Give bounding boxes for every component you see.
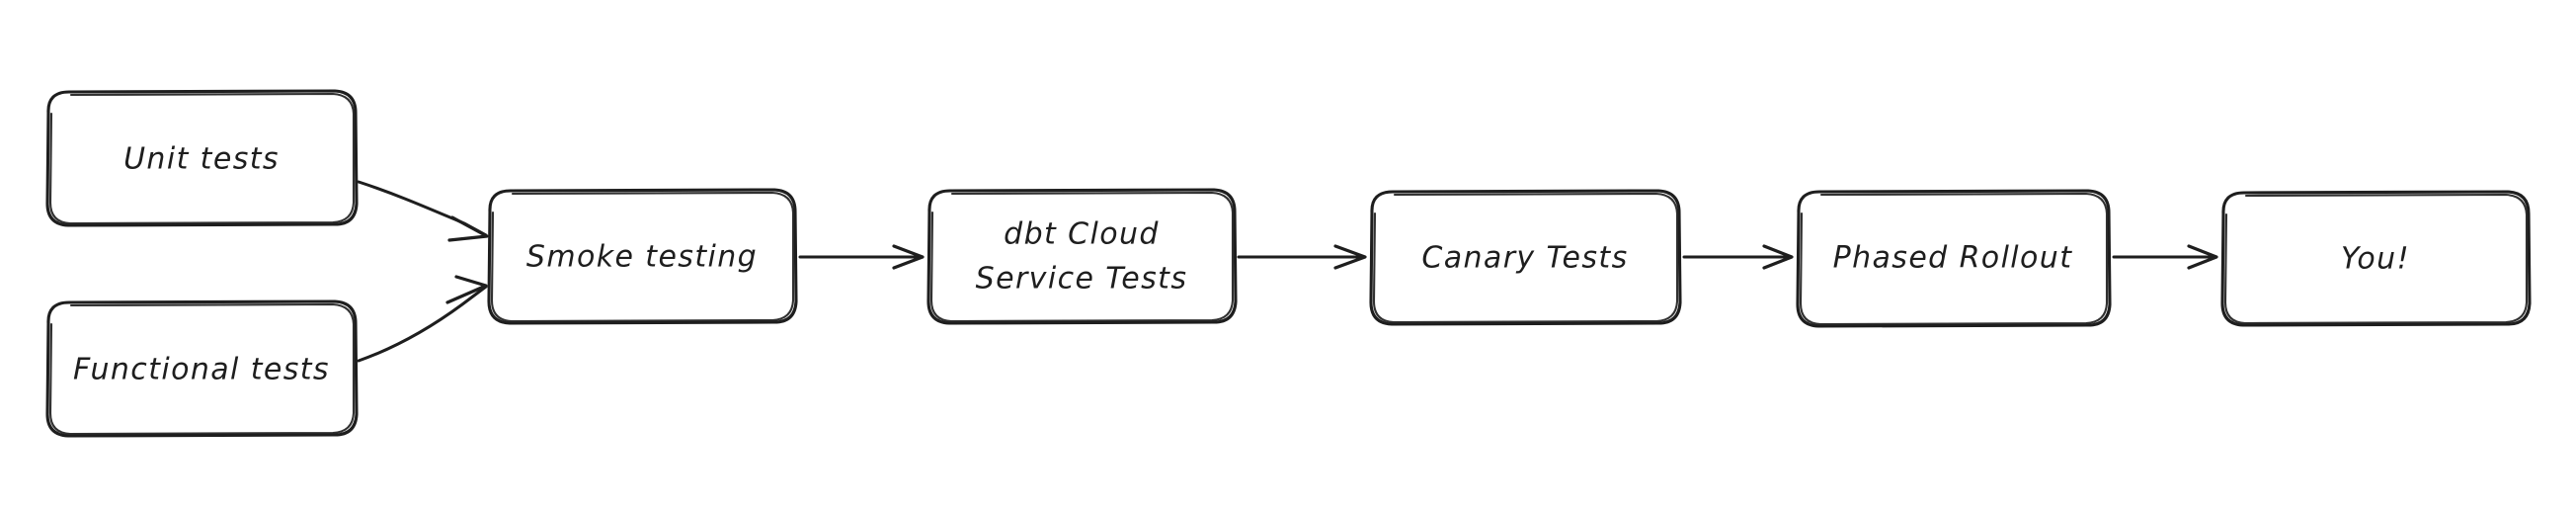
- edge-dbt-to-canary[interactable]: [1237, 244, 1367, 270]
- edge-phased-to-you[interactable]: [2112, 244, 2218, 270]
- node-unit-tests-label: Unit tests: [123, 142, 280, 177]
- edge-functional-to-smoke[interactable]: [357, 275, 488, 363]
- node-you[interactable]: You!: [2220, 190, 2532, 327]
- node-functional-tests-label: Functional tests: [73, 353, 330, 387]
- node-you-label: You!: [2341, 242, 2410, 277]
- edge-smoke-to-dbt-arrowhead: [892, 244, 925, 270]
- edge-group: [357, 180, 2218, 363]
- node-dbt-cloud-service-tests[interactable]: dbt Cloud Service Tests: [926, 188, 1238, 325]
- node-canary-tests-label: Canary Tests: [1421, 241, 1628, 276]
- node-phased-rollout[interactable]: Phased Rollout: [1796, 189, 2112, 328]
- node-smoke-testing-box-sketch: [490, 191, 795, 323]
- node-unit-tests-box-sketch: [48, 92, 356, 225]
- node-you-box-sketch: [2223, 193, 2529, 325]
- node-smoke-testing-label: Smoke testing: [526, 240, 758, 275]
- edge-canary-to-phased[interactable]: [1682, 244, 1794, 270]
- node-phased-rollout-label: Phased Rollout: [1833, 241, 2073, 276]
- node-dbt-cloud-service-tests-label-line1: dbt Cloud: [1004, 217, 1160, 252]
- node-functional-tests-box-sketch: [48, 302, 356, 436]
- node-phased-rollout-box: [1796, 189, 2112, 328]
- node-phased-rollout-box-sketch: [1799, 192, 2109, 326]
- edge-canary-to-phased-arrowhead: [1762, 244, 1794, 270]
- node-smoke-testing-box: [487, 188, 798, 325]
- node-canary-tests-box-sketch: [1372, 192, 1679, 324]
- node-dbt-cloud-service-tests-box-sketch: [929, 191, 1235, 323]
- node-functional-tests-box: [45, 299, 359, 438]
- node-unit-tests[interactable]: Unit tests: [45, 89, 359, 227]
- node-smoke-testing[interactable]: Smoke testing: [487, 188, 798, 325]
- node-unit-tests-box: [45, 89, 359, 227]
- edge-unit-to-smoke[interactable]: [357, 180, 489, 242]
- edge-unit-to-smoke-arrowhead: [447, 215, 489, 242]
- node-canary-tests-box: [1369, 189, 1682, 326]
- edge-smoke-to-dbt[interactable]: [798, 244, 925, 270]
- edge-functional-to-smoke-arrowhead: [445, 275, 488, 304]
- edge-unit-to-smoke-line: [357, 180, 488, 237]
- node-functional-tests[interactable]: Functional tests: [45, 299, 359, 438]
- node-dbt-cloud-service-tests-label-line2: Service Tests: [976, 262, 1188, 297]
- node-dbt-cloud-service-tests-box: [926, 188, 1238, 325]
- edge-functional-to-smoke-line: [357, 285, 488, 363]
- edge-dbt-to-canary-arrowhead: [1333, 244, 1367, 270]
- node-you-box: [2220, 190, 2532, 327]
- edge-phased-to-you-arrowhead: [2187, 244, 2218, 270]
- node-canary-tests[interactable]: Canary Tests: [1369, 189, 1682, 326]
